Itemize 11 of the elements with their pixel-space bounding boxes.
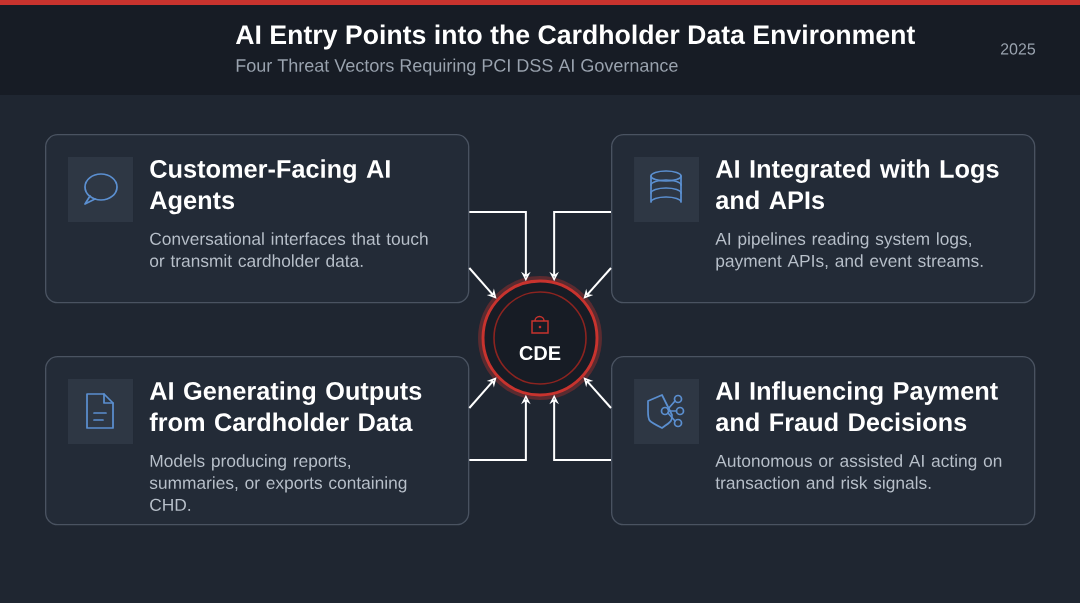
arrow bbox=[468, 267, 497, 299]
threat-card: Customer-Facing AI Agents Conversational interfaces that touch or transmit cardholder data. bbox=[45, 134, 470, 304]
threat-card: AI Influencing Payment and Fraud Decisions Autonomous or assisted AI acting on transaction and risk signals. bbox=[611, 356, 1036, 526]
arrow bbox=[583, 377, 612, 409]
threat-card: AI Integrated with Logs and APIs AI pipelines reading system logs, payment APIs, and event streams. bbox=[611, 134, 1036, 304]
title: AI Entry Points into the Cardholder Data Environment bbox=[235, 24, 915, 50]
subtitle: Four Threat Vectors Requiring PCI DSS AI Governance bbox=[236, 58, 678, 76]
arrow bbox=[583, 267, 612, 299]
threat-card: AI Generating Outputs from Cardholder Data Models producing reports, summaries, or exports containing CHD. bbox=[45, 356, 470, 526]
year-label: 2025 bbox=[1000, 43, 1036, 55]
arrow bbox=[468, 377, 497, 409]
